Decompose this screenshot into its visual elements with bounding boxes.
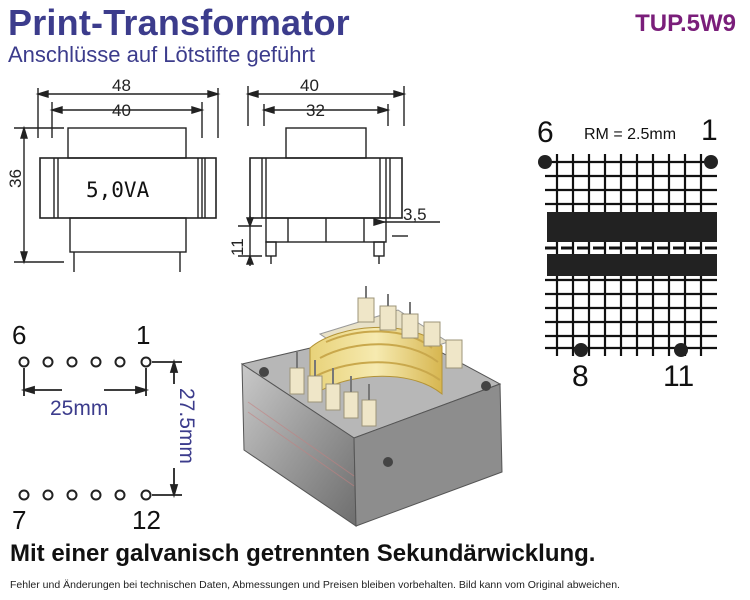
pin-layout-diagram	[18, 356, 182, 501]
side-view-drawing	[238, 86, 440, 266]
grid-pin-1: 1	[701, 114, 718, 147]
side-dim-pin-offset: 3,5	[403, 205, 427, 224]
page-title: Print-Transformator	[8, 2, 350, 43]
front-dim-inner: 40	[112, 101, 131, 120]
side-dim-outer: 40	[300, 76, 319, 95]
transformer-photo	[240, 286, 503, 527]
page-subtitle: Anschlüsse auf Lötstifte geführt	[8, 42, 315, 67]
front-dim-height: 36	[6, 169, 25, 188]
side-dim-inner: 32	[306, 101, 325, 120]
front-dim-outer: 48	[112, 76, 131, 95]
pin-label-6: 6	[12, 320, 27, 350]
grid-pin-8: 8	[572, 360, 589, 393]
headline: Mit einer galvanisch getrennten Sekundär…	[10, 540, 596, 567]
grid-pin-6: 6	[537, 116, 554, 149]
grid-pin-diagram	[538, 154, 718, 357]
spacing-horizontal: 25mm	[50, 397, 109, 420]
product-code: TUP.5W9	[635, 10, 736, 37]
side-dim-pin-length: 11	[228, 238, 247, 256]
pin-label-7: 7	[12, 505, 27, 535]
pin-label-12: 12	[132, 505, 161, 535]
pin-label-1: 1	[136, 320, 151, 350]
disclaimer: Fehler und Änderungen bei technischen Da…	[10, 579, 620, 591]
front-view-drawing	[14, 88, 221, 272]
spacing-vertical: 27.5mm	[175, 388, 198, 464]
grid-pin-11: 11	[663, 360, 695, 393]
rating-label: 5,0VA	[86, 178, 150, 202]
raster-label: RM = 2.5mm	[584, 126, 677, 143]
